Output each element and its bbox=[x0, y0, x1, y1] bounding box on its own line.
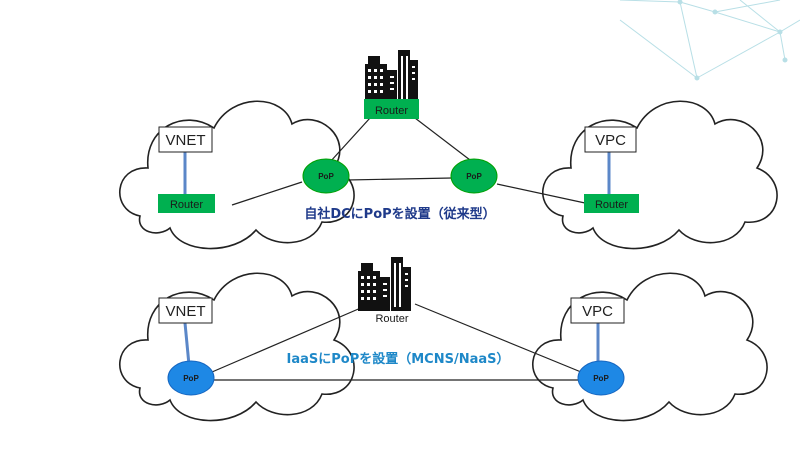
bottom-pop-left bbox=[167, 360, 215, 396]
top-vnet-label: VNET bbox=[165, 132, 205, 149]
top-pop-right bbox=[450, 158, 498, 194]
bottom-pop-left-label: PoP bbox=[183, 374, 199, 383]
top-right-cloud bbox=[541, 100, 778, 250]
decorative-network-lines bbox=[619, 0, 800, 81]
bottom-right-cloud bbox=[531, 272, 768, 422]
top-diagram: VNET Router Router PoP PoP VPC Router 自社… bbox=[118, 50, 778, 250]
bottom-left-cloud bbox=[118, 272, 355, 422]
bottom-vnet-label: VNET bbox=[165, 303, 205, 320]
bottom-vnet-box bbox=[158, 297, 213, 324]
top-right-router-label: Router bbox=[595, 199, 628, 211]
top-links bbox=[231, 117, 586, 206]
top-vpc-label: VPC bbox=[595, 132, 626, 149]
top-vpc-box bbox=[584, 126, 637, 153]
top-vnet-box bbox=[158, 126, 213, 153]
bottom-caption: IaaSにPoPを設置（MCNS/NaaS） bbox=[287, 351, 510, 367]
bottom-pop-right-label: PoP bbox=[593, 374, 609, 383]
bottom-pop-right bbox=[577, 360, 625, 396]
top-pop-left bbox=[302, 158, 350, 194]
top-left-router-label: Router bbox=[170, 199, 203, 211]
bottom-links bbox=[211, 303, 582, 381]
top-pop-right-label: PoP bbox=[466, 172, 482, 181]
bottom-vpc-label: VPC bbox=[582, 303, 613, 320]
bottom-diagram: VNET Router PoP PoP VPC IaaSにPoPを設置（MCNS… bbox=[118, 257, 768, 422]
top-left-router bbox=[158, 194, 215, 213]
bottom-left-vertical-link bbox=[183, 322, 191, 366]
top-caption: 自社DCにPoPを設置（従来型） bbox=[304, 206, 495, 222]
top-building-icon bbox=[365, 50, 418, 104]
top-pop-left-label: PoP bbox=[318, 172, 334, 181]
bottom-router-label: Router bbox=[375, 313, 408, 325]
top-dc-router bbox=[364, 99, 419, 119]
bottom-vpc-box bbox=[570, 297, 625, 324]
top-right-router bbox=[584, 194, 639, 213]
bottom-building-icon bbox=[358, 257, 411, 311]
top-dc-router-label: Router bbox=[375, 105, 408, 117]
